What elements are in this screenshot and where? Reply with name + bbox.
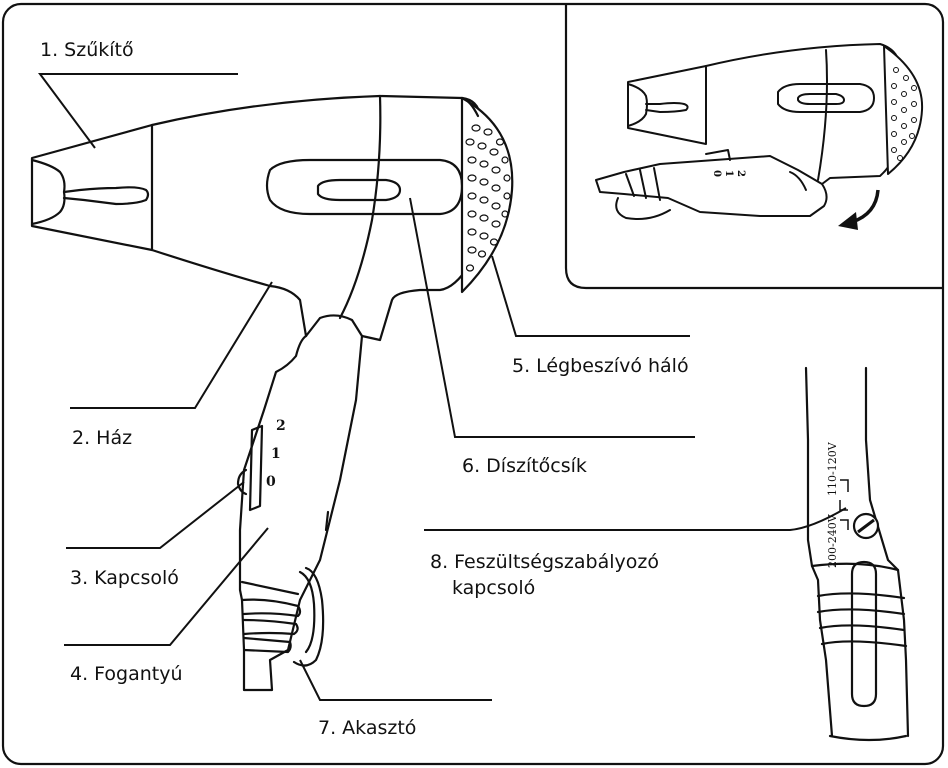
fold-arrowhead-icon [838,212,858,230]
decorative-strip-shape [267,160,462,214]
label-voltage-switch-line2: kapcsoló [452,576,535,600]
leader-housing [70,282,272,408]
side-switch-shape [250,426,262,510]
leader-hanger [300,660,492,700]
leader-voltage-switch [424,508,846,530]
switch-position-label: 1 [271,446,281,462]
voltage-marking-low: 110-120V [826,441,839,496]
housing-body [152,96,484,340]
label-decorative-strip: 6. Díszítőcsík [462,454,587,478]
handle-detail [806,368,908,740]
switch-position-label: 0 [266,474,276,490]
leader-lines [40,74,846,700]
inset-switch-position-label: 2 [735,170,746,177]
leader-air-intake [492,256,690,336]
voltage-marking-high: 200-240V [826,513,839,568]
inset-switch-position-label: 1 [723,170,734,177]
nozzle-opening [32,160,65,224]
label-switch: 3. Kapcsoló [70,566,179,590]
label-nozzle: 1. Szűkítő [40,38,134,62]
label-handle: 4. Fogantyú [70,662,183,686]
hair-dryer-main [32,96,512,340]
inset-switch-position-label: 0 [711,170,722,177]
leader-nozzle [40,74,238,148]
label-voltage-switch-line1: 8. Feszültségszabályozó [430,550,659,574]
label-housing: 2. Ház [72,426,132,450]
label-hanger: 7. Akasztó [318,716,416,740]
hair-dryer-folded [596,44,922,219]
switch-position-label: 2 [276,418,286,434]
label-air-intake-mesh: 5. Légbeszívó háló [512,354,689,378]
leader-switch [66,482,244,548]
handle-shape [238,336,362,690]
leader-decorative-strip [410,198,695,437]
